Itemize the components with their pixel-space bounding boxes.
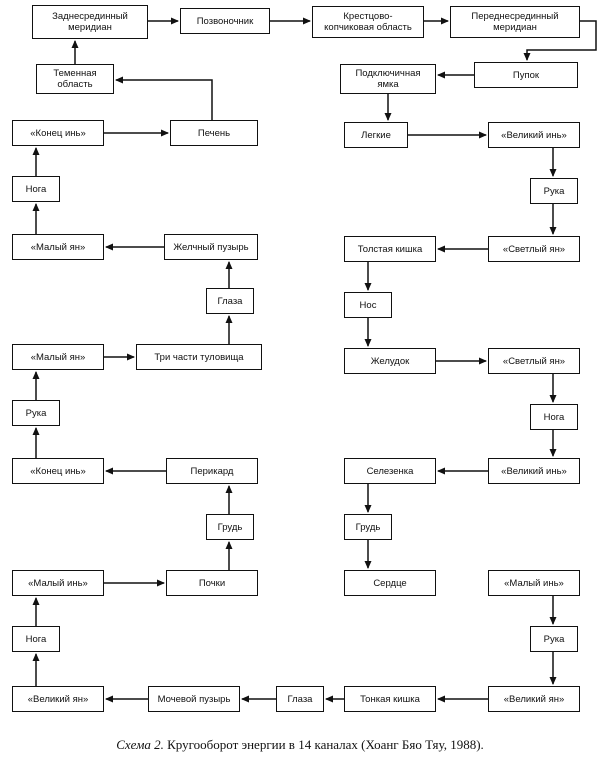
node-triple-burner: Три части туловища <box>136 344 262 370</box>
node-spine: Позвоночник <box>180 8 270 34</box>
node-leg-1: Нога <box>530 404 578 430</box>
node-lesser-yin-2: «Малый инь» <box>12 570 104 596</box>
node-gallbladder: Желчный пузырь <box>164 234 258 260</box>
connector-arrow-40 <box>115 76 213 120</box>
node-large-intestine: Толстая кишка <box>344 236 436 262</box>
node-subclavian-fossa: Подключичная ямка <box>340 64 436 94</box>
node-bright-yang-1: «Светлый ян» <box>488 236 580 262</box>
node-parietal-region: Теменная область <box>36 64 114 94</box>
connector-arrow-4 <box>523 20 597 61</box>
node-great-yang-1: «Великий ян» <box>488 686 580 712</box>
node-nose: Нос <box>344 292 392 318</box>
node-terminal-yin-2: «Конец инь» <box>12 120 104 146</box>
node-leg-3: Нога <box>12 176 60 202</box>
node-terminal-yin-1: «Конец инь» <box>12 458 104 484</box>
node-eyes-2: Глаза <box>206 288 254 314</box>
node-lungs: Легкие <box>344 122 408 148</box>
node-pericardium: Перикард <box>166 458 258 484</box>
node-lesser-yin-1: «Малый инь» <box>488 570 580 596</box>
node-great-yin-2: «Великий инь» <box>488 458 580 484</box>
node-arm-3: Рука <box>12 400 60 426</box>
diagram-caption: Схема 2. Кругооборот энергии в 14 канала… <box>0 737 600 753</box>
node-bladder: Мочевой пузырь <box>148 686 240 712</box>
node-chest-1: Грудь <box>344 514 392 540</box>
node-heart: Сердце <box>344 570 436 596</box>
caption-text: Кругооборот энергии в 14 каналах (Хоанг … <box>163 737 484 752</box>
node-sacrococcygeal-region: Крестцово- копчиковая область <box>312 6 424 38</box>
node-stomach: Желудок <box>344 348 436 374</box>
caption-label: Схема 2. <box>116 737 164 752</box>
node-lesser-yang-1: «Малый ян» <box>12 344 104 370</box>
node-liver: Печень <box>170 120 258 146</box>
node-posterior-median-meridian: Заднесрединный меридиан <box>32 5 148 39</box>
node-great-yang-2: «Великий ян» <box>12 686 104 712</box>
node-small-intestine: Тонкая кишка <box>344 686 436 712</box>
node-lesser-yang-2: «Малый ян» <box>12 234 104 260</box>
node-anterior-median-meridian: Переднесрединный меридиан <box>450 6 580 38</box>
node-chest-2: Грудь <box>206 514 254 540</box>
node-navel: Пупок <box>474 62 578 88</box>
node-arm-2: Рука <box>530 626 578 652</box>
node-great-yin-1: «Великий инь» <box>488 122 580 148</box>
node-leg-2: Нога <box>12 626 60 652</box>
node-kidneys: Почки <box>166 570 258 596</box>
node-spleen: Селезенка <box>344 458 436 484</box>
node-bright-yang-2: «Светлый ян» <box>488 348 580 374</box>
node-eyes-1: Глаза <box>276 686 324 712</box>
node-arm-1: Рука <box>530 178 578 204</box>
